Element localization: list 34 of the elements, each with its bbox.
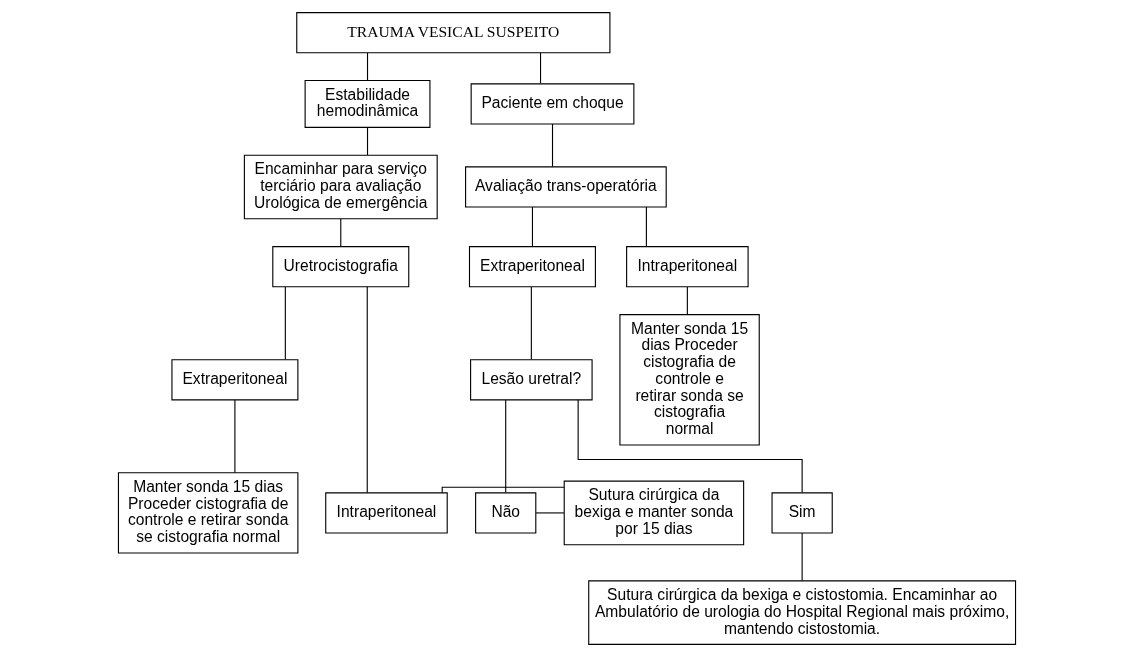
- connector: [366, 52, 369, 81]
- connector: [801, 532, 803, 582]
- connector: [366, 126, 369, 156]
- connector: [686, 286, 688, 315]
- connector: [577, 399, 803, 494]
- connector: [539, 52, 542, 84]
- node-box: Lesão uretral?: [470, 359, 593, 401]
- connector: [505, 399, 507, 494]
- connector: [535, 512, 565, 514]
- connector: [645, 206, 647, 247]
- node-box: Extraperitoneal: [468, 246, 596, 288]
- node-box: Sim: [771, 492, 833, 534]
- connector: [234, 399, 236, 474]
- connector: [441, 486, 565, 494]
- node-box: Intraperitoneal: [626, 246, 749, 288]
- connector: [284, 286, 286, 360]
- node-box: Encaminhar para serviço terciário para avaliação Urológica de emergência: [243, 154, 438, 220]
- connector: [530, 286, 532, 360]
- node-box: Sutura cirúrgica da bexiga e cistostomia. Encaminhar ao Ambulatório de urologia do Hospital Regional mais próximo, mantendo cistostomia.: [588, 580, 1017, 645]
- connector: [366, 286, 368, 494]
- node-box: Avaliação trans-operatória: [465, 166, 667, 208]
- node-box: Manter sonda 15 dias Proceder cistografia de controle e retirar sonda se cistografia normal: [117, 472, 299, 554]
- node-box: Paciente em choque: [470, 83, 635, 125]
- node-box: Intraperitoneal: [325, 492, 448, 534]
- connector: [551, 123, 554, 168]
- node-box: Extraperitoneal: [171, 359, 299, 401]
- node-box: Não: [475, 492, 537, 534]
- node-box: Manter sonda 15 dias Proceder cistografia de controle e retirar sonda se cistografia normal: [619, 314, 760, 446]
- node-box: Uretrocistografia: [272, 246, 410, 288]
- connector: [531, 206, 533, 247]
- node-box: Sutura cirúrgica da bexiga e manter sonda por 15 dias: [563, 480, 745, 546]
- connector: [340, 218, 342, 247]
- node-box: Estabilidade hemodinâmica: [304, 80, 431, 128]
- node-box: TRAUMA VESICAL SUSPEITO: [296, 12, 611, 54]
